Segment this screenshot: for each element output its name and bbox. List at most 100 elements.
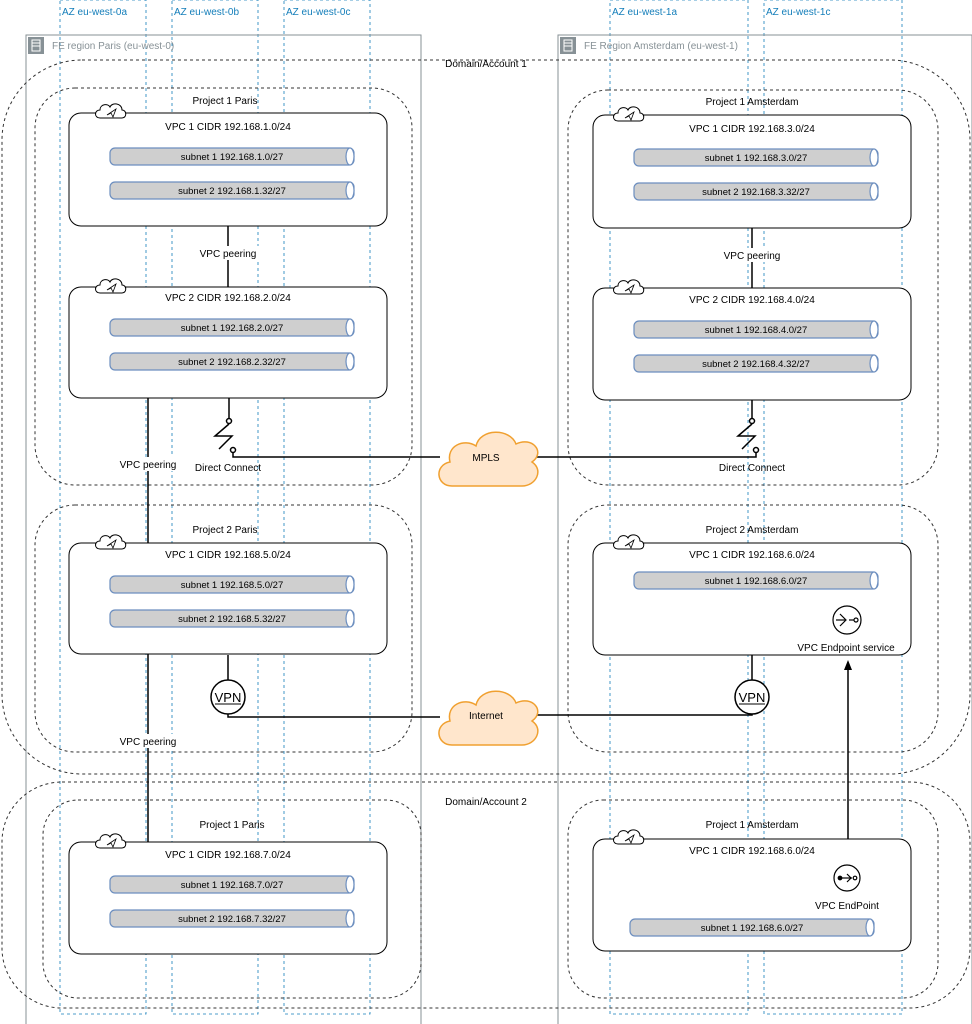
project-title-a1-ams-p2: Project 2 Amsterdam: [706, 525, 799, 536]
subnet-label: subnet 1 192.168.6.0/27: [705, 576, 807, 587]
domain-account-2: [1, 781, 971, 1009]
subnet-label: subnet 1 192.168.1.0/27: [181, 152, 283, 163]
vpc-title: VPC 2 CIDR 192.168.2.0/24: [165, 293, 291, 304]
internet-label: Internet: [469, 711, 503, 722]
subnet-label: subnet 1 192.168.5.0/27: [181, 580, 283, 591]
subnet-label: subnet 1 192.168.4.0/27: [705, 325, 807, 336]
availability-zones: [59, 0, 903, 1015]
az-column-0b: [171, 0, 259, 1015]
vpc-icon: [613, 106, 645, 122]
vpc-icon: [613, 829, 645, 845]
vpc-icon: [95, 534, 127, 550]
mpls-cloud-icon: [438, 431, 539, 487]
vpc-icon: [613, 534, 645, 550]
subnet-label: subnet 2 192.168.3.32/27: [702, 187, 810, 198]
vpn-line-paris-to-internet: [227, 714, 440, 718]
vpc-peering-label: VPC peering: [120, 737, 177, 748]
project-box-a2-paris-p1: [42, 799, 422, 999]
subnet-label: subnet 2 192.168.2.32/27: [178, 357, 286, 368]
subnet-pipe: [633, 148, 879, 167]
az-column-1c: [763, 0, 903, 1015]
subnet-label: subnet 1 192.168.6.0/27: [701, 923, 803, 934]
project-box-a1-ams-p2: [567, 504, 939, 753]
subnet-pipe: [633, 354, 879, 373]
region-paris-label: FE region Paris (eu-west-0): [52, 41, 174, 52]
az-label-0a: AZ eu-west-0a: [62, 7, 127, 18]
vpc-icon: [95, 103, 127, 119]
subnet-pipe: [109, 875, 355, 894]
az-label-1a: AZ eu-west-1a: [612, 7, 677, 18]
subnet-label: subnet 2 192.168.7.32/27: [178, 914, 286, 925]
vpc-icon: [613, 279, 645, 295]
subnet-pipe: [109, 352, 355, 371]
vpc-title: VPC 1 CIDR 192.168.7.0/24: [165, 850, 291, 861]
vpn-icon-text: VPN: [215, 690, 242, 705]
subnet-pipe: [629, 918, 875, 937]
project-title-a1-ams-p1: Project 1 Amsterdam: [706, 97, 799, 108]
project-title-a1-paris-p2: Project 2 Paris: [192, 525, 257, 536]
project-box-a1-ams-p1: [567, 89, 939, 486]
vpc-title: VPC 2 CIDR 192.168.4.0/24: [689, 295, 815, 306]
vpc-title: VPC 1 CIDR 192.168.1.0/24: [165, 122, 291, 133]
project-box-a2-ams-p1: [567, 799, 939, 999]
subnet-pipe: [109, 181, 355, 200]
project-box-a1-paris-p1: [34, 87, 413, 486]
endpoint-label: VPC EndPoint: [815, 901, 879, 912]
endpoint-icon: [833, 864, 861, 892]
az-column-0a: [59, 0, 147, 1015]
subnet-pipe: [109, 318, 355, 337]
vpc-title: VPC 1 CIDR 192.168.6.0/24: [689, 550, 815, 561]
subnet-label: subnet 1 192.168.7.0/27: [181, 880, 283, 891]
direct-connect-label: Direct Connect: [719, 463, 785, 474]
vpc-peering-label: VPC peering: [120, 460, 177, 471]
endpoint-service-label: VPC Endpoint service: [797, 643, 895, 654]
subnet-pipe: [109, 575, 355, 594]
subnet-pipe: [109, 909, 355, 928]
region-icon-paris: [28, 37, 44, 54]
vpn-icon-text: VPN: [739, 690, 766, 705]
subnet-pipe: [109, 609, 355, 628]
subnet-pipe: [633, 571, 879, 590]
direct-connect-icon: [212, 417, 237, 454]
az-label-0c: AZ eu-west-0c: [286, 7, 350, 18]
subnet-pipe: [109, 147, 355, 166]
direct-connect-label: Direct Connect: [195, 463, 261, 474]
endpoint-arrow-head: [844, 660, 852, 670]
project-title-a2-paris-p1: Project 1 Paris: [199, 820, 264, 831]
vpn-icon: VPN: [210, 679, 246, 715]
vpn-icon: VPN: [734, 679, 770, 715]
region-paris-box: [25, 34, 422, 1024]
internet-cloud-icon: [438, 690, 539, 746]
subnet-label: subnet 1 192.168.3.0/27: [705, 153, 807, 164]
vpc-peering-label: VPC peering: [724, 251, 781, 262]
domain-account-1: [1, 59, 971, 775]
subnet-label: subnet 2 192.168.1.32/27: [178, 186, 286, 197]
az-column-1a: [609, 0, 749, 1015]
subnet-pipe: [633, 320, 879, 339]
region-icon-amsterdam: [560, 37, 576, 54]
vpn-line-ams-to-internet: [533, 714, 753, 716]
region-amsterdam-label: FE Region Amsterdam (eu-west-1): [584, 41, 738, 52]
endpoint-service-icon: [832, 605, 862, 635]
az-label-1c: AZ eu-west-1c: [766, 7, 830, 18]
vpc-title: VPC 1 CIDR 192.168.5.0/24: [165, 550, 291, 561]
vpc-icon: [95, 833, 127, 849]
az-column-0c: [283, 0, 371, 1015]
region-amsterdam-box: [557, 34, 972, 1024]
az-label-0b: AZ eu-west-0b: [174, 7, 239, 18]
project-title-a2-ams-p1: Project 1 Amsterdam: [706, 820, 799, 831]
vpc-title: VPC 1 CIDR 192.168.3.0/24: [689, 124, 815, 135]
domain-account-1-label: Domain/Account 1: [445, 59, 527, 70]
subnet-label: subnet 2 192.168.4.32/27: [702, 359, 810, 370]
dc-line-paris-to-mpls: [232, 452, 440, 458]
dc-line-ams-to-mpls: [533, 452, 757, 458]
direct-connect-icon: [735, 417, 760, 454]
mpls-label: MPLS: [472, 453, 500, 464]
project-title-a1-paris-p1: Project 1 Paris: [192, 96, 257, 107]
vpc-box-a1-ams-p2-vpc1: [592, 542, 912, 656]
vpc-title: VPC 1 CIDR 192.168.6.0/24: [689, 846, 815, 857]
subnet-label: subnet 2 192.168.5.32/27: [178, 614, 286, 625]
project-box-a1-paris-p2: [34, 504, 413, 753]
vpc-peering-label: VPC peering: [200, 249, 257, 260]
